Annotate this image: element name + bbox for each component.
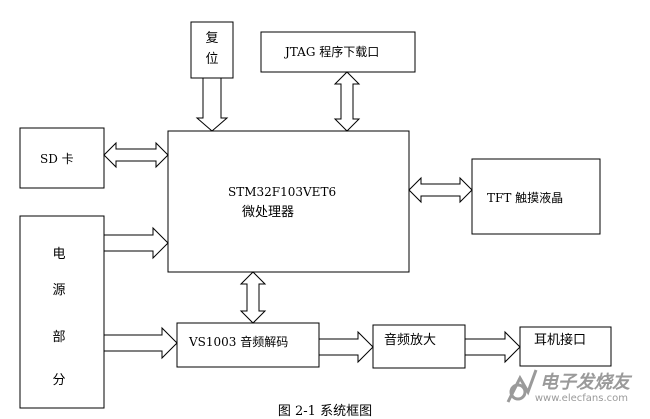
amp-to-earphone-arrow <box>464 330 521 364</box>
watermark-url: www.elecfans.com <box>534 393 628 404</box>
amp-label: 音频放大 <box>384 333 437 348</box>
sd-label: SD 卡 <box>40 152 74 166</box>
vs1003-to-amp-arrow <box>318 330 374 364</box>
mcu-tft-arrow <box>408 176 473 204</box>
tft-label: TFT 触摸液晶 <box>487 191 564 205</box>
tft-box <box>471 158 601 235</box>
watermark-text: 电子发烧友 <box>540 372 630 393</box>
reset-to-mcu-arrow <box>195 77 229 132</box>
jtag-label: JTAG 程序下载口 <box>285 45 380 59</box>
power-label-1: 电 <box>52 247 66 262</box>
figure-caption: 图 2-1 系统框图 <box>277 404 373 419</box>
reset-label-2: 位 <box>205 52 219 67</box>
mcu-vs1003-arrow <box>239 271 267 324</box>
power-box <box>19 215 105 409</box>
power-to-mcu-arrow <box>103 226 169 260</box>
amp-box <box>372 324 466 369</box>
watermark-logo-icon <box>506 369 538 403</box>
power-to-vs1003-arrow <box>103 326 178 360</box>
power-label-2: 源 <box>52 283 66 298</box>
reset-label-1: 复 <box>205 31 219 46</box>
mcu-label-name: 微处理器 <box>242 205 295 220</box>
mcu-box <box>167 130 410 273</box>
jtag-box <box>260 31 416 73</box>
sd-box <box>19 127 105 189</box>
power-label-4: 分 <box>52 373 66 388</box>
mcu-label-model: STM32F103VET6 <box>228 185 337 199</box>
vs1003-label: VS1003 音频解码 <box>189 335 289 349</box>
earphone-label: 耳机接口 <box>534 333 587 348</box>
reset-box <box>190 21 234 79</box>
jtag-mcu-arrow <box>333 71 361 132</box>
vs1003-box <box>176 322 320 368</box>
power-label-3: 部 <box>52 330 66 345</box>
sd-mcu-arrow <box>103 141 169 169</box>
